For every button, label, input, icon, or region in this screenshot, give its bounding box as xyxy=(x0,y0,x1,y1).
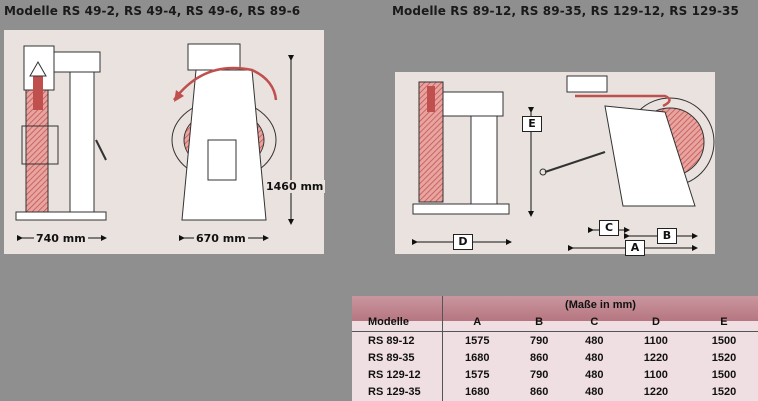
table-cell: 1520 xyxy=(711,386,737,399)
dimensions-table: (Maße in mm) Modelle A B C D E RS 89-12 … xyxy=(352,296,758,401)
table-column-header-row: Modelle A B C D E xyxy=(352,313,758,331)
table-header-cell: Modelle xyxy=(368,315,409,328)
table-row: RS 129-12 1575 790 480 1100 1500 xyxy=(352,366,758,384)
table-cell: 480 xyxy=(585,351,604,364)
side-width-label: 740 mm xyxy=(34,232,88,245)
dimension-label-a: A xyxy=(625,240,645,256)
table-cell: 1520 xyxy=(711,351,737,364)
large-models-drawing xyxy=(412,75,715,251)
table-cell: 480 xyxy=(585,334,604,347)
table-cell: 790 xyxy=(529,334,549,347)
front-width-label: 670 mm xyxy=(194,232,248,245)
large-models-diagram: D E C B A xyxy=(395,72,715,256)
table-cell: 1680 xyxy=(441,349,512,367)
table-cell: RS 129-35 xyxy=(368,386,421,399)
dimension-label-c: C xyxy=(599,220,619,236)
table-cell: 1100 xyxy=(644,334,668,347)
table-cell: 860 xyxy=(529,351,549,364)
table-header-cell: D xyxy=(651,315,660,328)
table-cell: RS 89-35 xyxy=(368,351,415,364)
dimension-label-b: B xyxy=(657,228,677,244)
table-cell: RS 89-12 xyxy=(368,334,415,347)
table-row: RS 129-35 1680 860 480 1220 1520 xyxy=(352,383,758,401)
table-cell: 1680 xyxy=(441,383,512,401)
height-label: 1460 mm xyxy=(264,180,326,193)
table-cell: 1500 xyxy=(711,369,737,382)
table-cell: 1575 xyxy=(441,366,512,384)
left-models-heading: Modelle RS 49-2, RS 49-4, RS 49-6, RS 89… xyxy=(4,4,301,18)
table-cell: 480 xyxy=(585,369,604,382)
table-header-cell: A xyxy=(441,313,512,331)
table-cell: 1500 xyxy=(711,334,737,347)
small-models-drawing xyxy=(15,43,294,241)
table-cell: 480 xyxy=(585,386,604,399)
front-view-machine xyxy=(171,43,278,221)
table-cell: 1100 xyxy=(644,369,668,382)
dimension-label-d: D xyxy=(453,234,473,250)
table-header-cell: E xyxy=(720,315,728,328)
front-view-large-machine xyxy=(539,75,715,207)
table-cell: 1220 xyxy=(643,351,669,364)
side-view-machine xyxy=(15,45,107,221)
table-unit-header-row: (Maße in mm) xyxy=(352,296,758,314)
table-row: RS 89-35 1680 860 480 1220 1520 xyxy=(352,349,758,367)
table-row: RS 89-12 1575 790 480 1100 1500 xyxy=(352,331,758,350)
table-cell: 1575 xyxy=(441,331,512,350)
table-cell: 1220 xyxy=(643,386,669,399)
table-header-cell: B xyxy=(535,315,544,328)
right-models-heading: Modelle RS 89-12, RS 89-35, RS 129-12, R… xyxy=(392,4,739,18)
side-view-large-machine xyxy=(412,81,510,215)
table-unit-header: (Maße in mm) xyxy=(442,296,758,314)
table-cell: 860 xyxy=(529,386,549,399)
dimension-label-e: E xyxy=(522,116,542,132)
table-header-cell: C xyxy=(590,315,599,328)
table-cell: 790 xyxy=(529,369,549,382)
table-cell: RS 129-12 xyxy=(368,369,421,382)
small-models-diagram: 740 mm 670 mm 1460 mm xyxy=(4,30,326,254)
